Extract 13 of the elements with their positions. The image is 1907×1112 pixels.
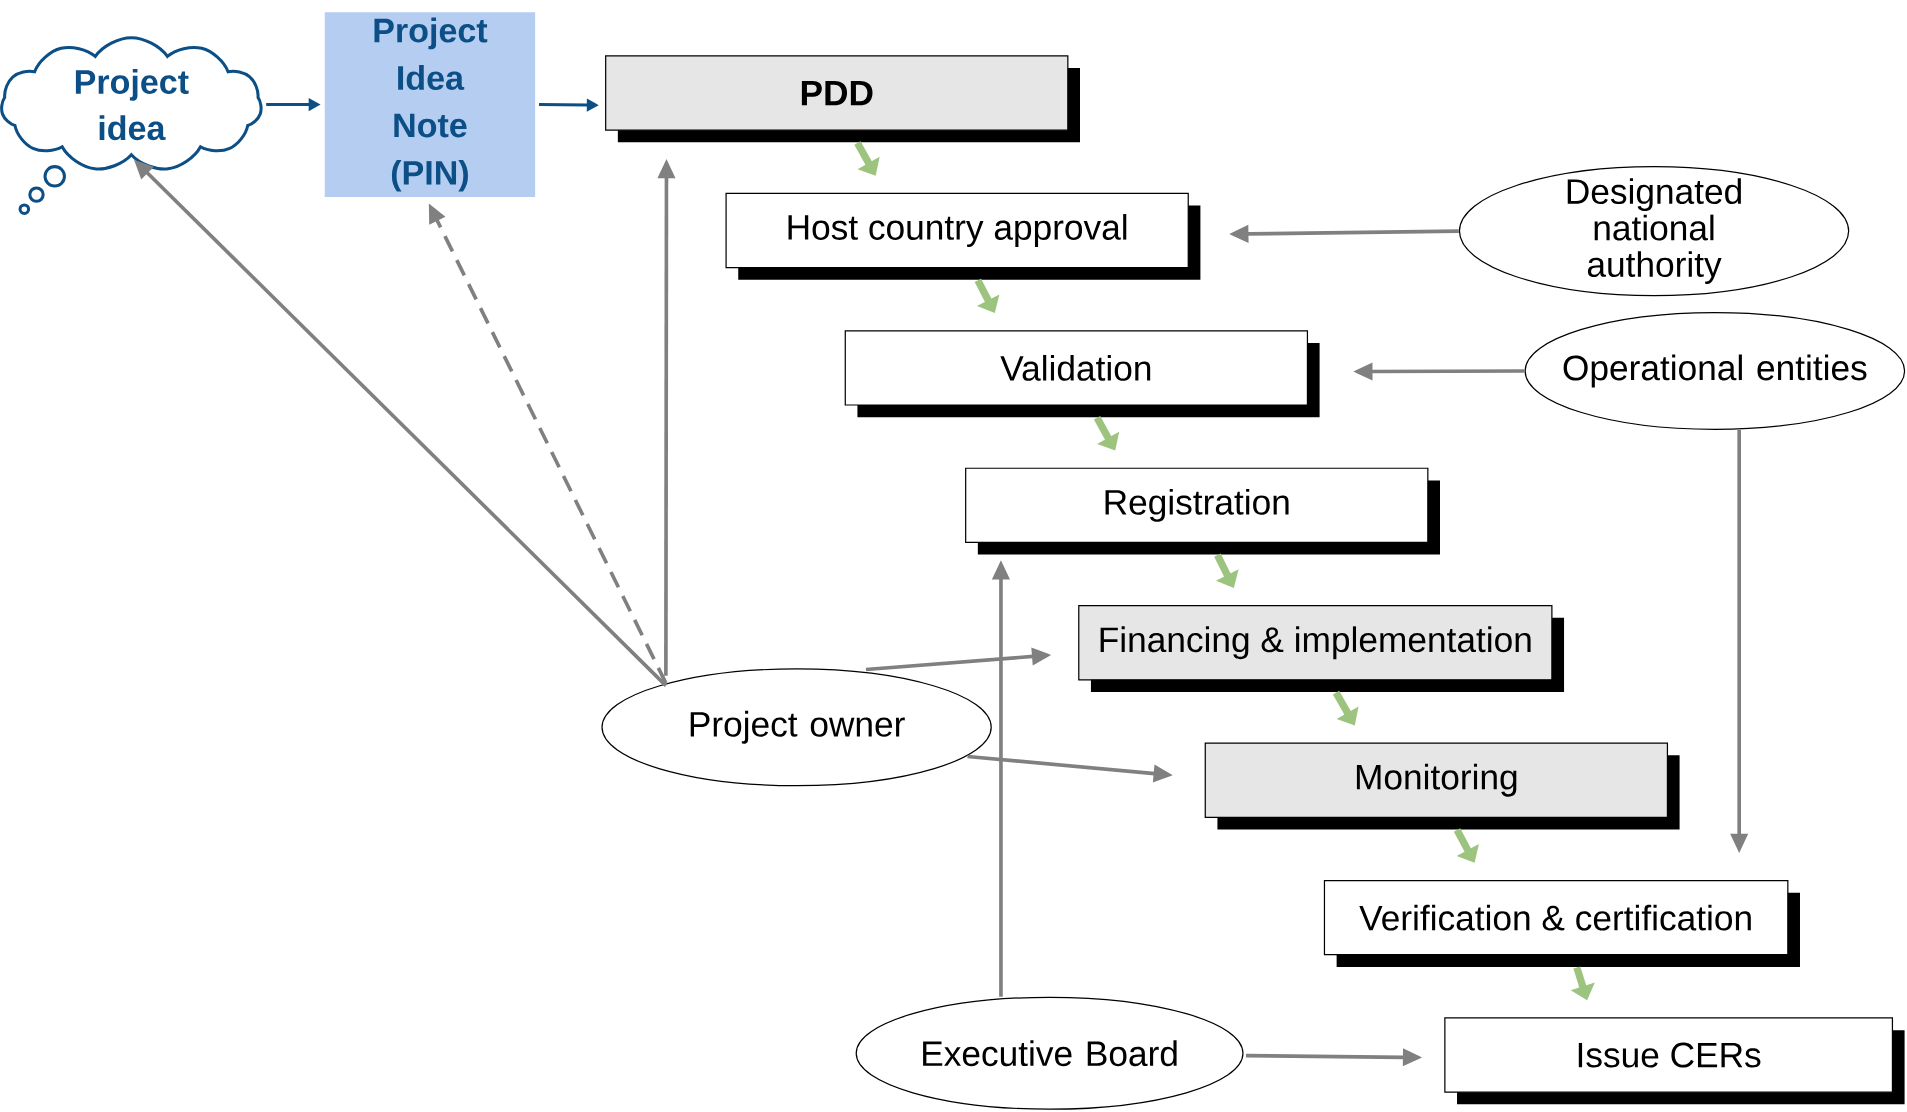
- note-box: Project Idea Note (PIN): [324, 12, 536, 198]
- process-box: Validation: [844, 330, 1320, 418]
- arrow: [854, 141, 880, 176]
- process-box: Financing & implementation: [1078, 605, 1565, 693]
- arrow: [1332, 691, 1359, 726]
- process-box: PDD: [605, 55, 1080, 143]
- process-box: Issue CERs: [1444, 1017, 1905, 1105]
- process-box: Verification & certification: [1323, 880, 1800, 968]
- process-box: Monitoring: [1204, 742, 1680, 830]
- thought-cloud: Project idea: [0, 36, 263, 216]
- process-box: Registration: [965, 467, 1440, 555]
- arrow: [1093, 416, 1120, 451]
- process-box: Host country approval: [725, 192, 1201, 280]
